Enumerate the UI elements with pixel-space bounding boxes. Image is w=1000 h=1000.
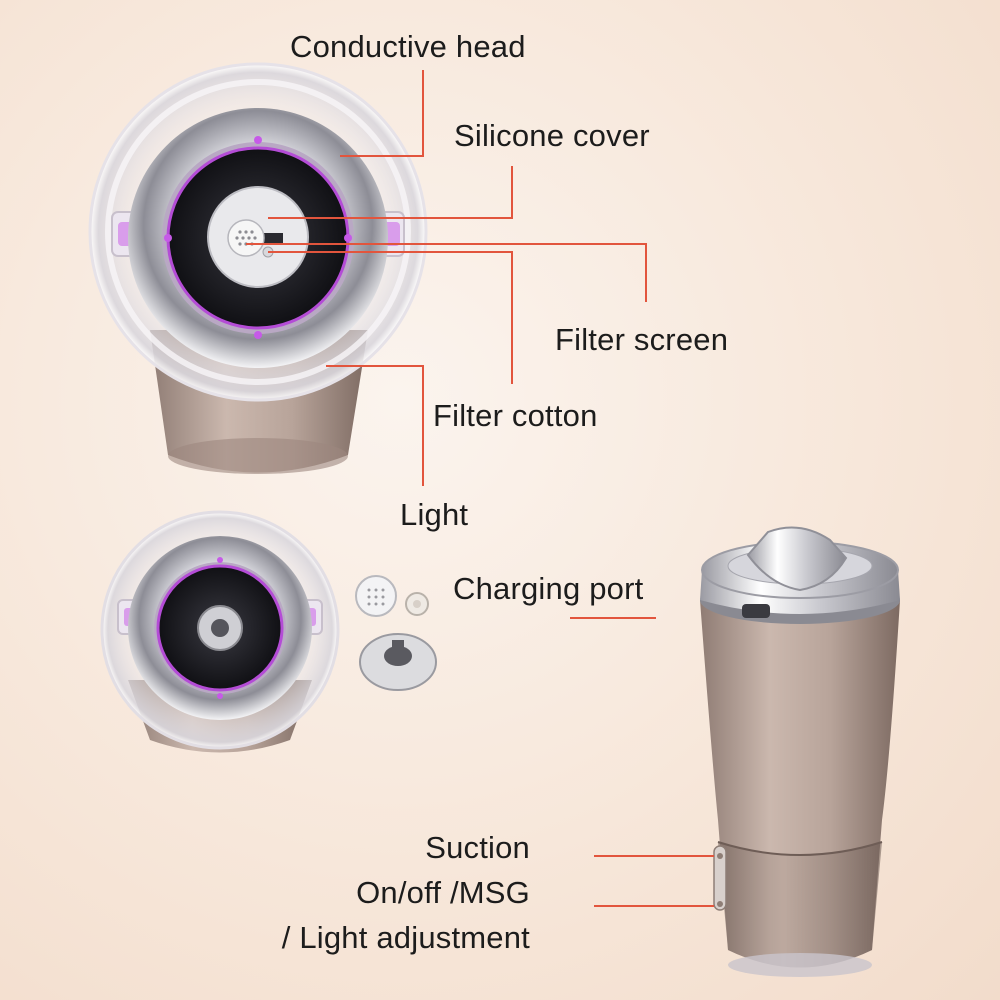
leader-filter-screen [246, 243, 647, 302]
label-light-adjustment: / Light adjustment [281, 920, 530, 955]
bottom-left-device [100, 510, 340, 753]
filter-screen [227, 219, 265, 257]
charging-port [742, 604, 770, 618]
loose-parts [355, 575, 437, 691]
label-charging-port: Charging port [453, 571, 644, 606]
side-button [713, 845, 727, 911]
label-suction: Suction [425, 830, 530, 865]
leader-silicone-cover [268, 166, 513, 219]
leader-conductive-head [340, 70, 424, 157]
leader-filter-cotton [268, 251, 513, 384]
label-filter-cotton: Filter cotton [433, 398, 598, 433]
label-onoff-msg: On/off /MSG [356, 875, 530, 910]
leader-light [326, 365, 424, 486]
standing-device [700, 526, 900, 977]
label-silicone-cover: Silicone cover [454, 118, 650, 153]
label-filter-screen: Filter screen [555, 322, 729, 357]
label-light: Light [400, 497, 469, 532]
mouthpiece [746, 526, 848, 592]
top-device [88, 62, 428, 474]
leader-lines [246, 70, 714, 907]
label-conductive-head: Conductive head [290, 29, 526, 64]
